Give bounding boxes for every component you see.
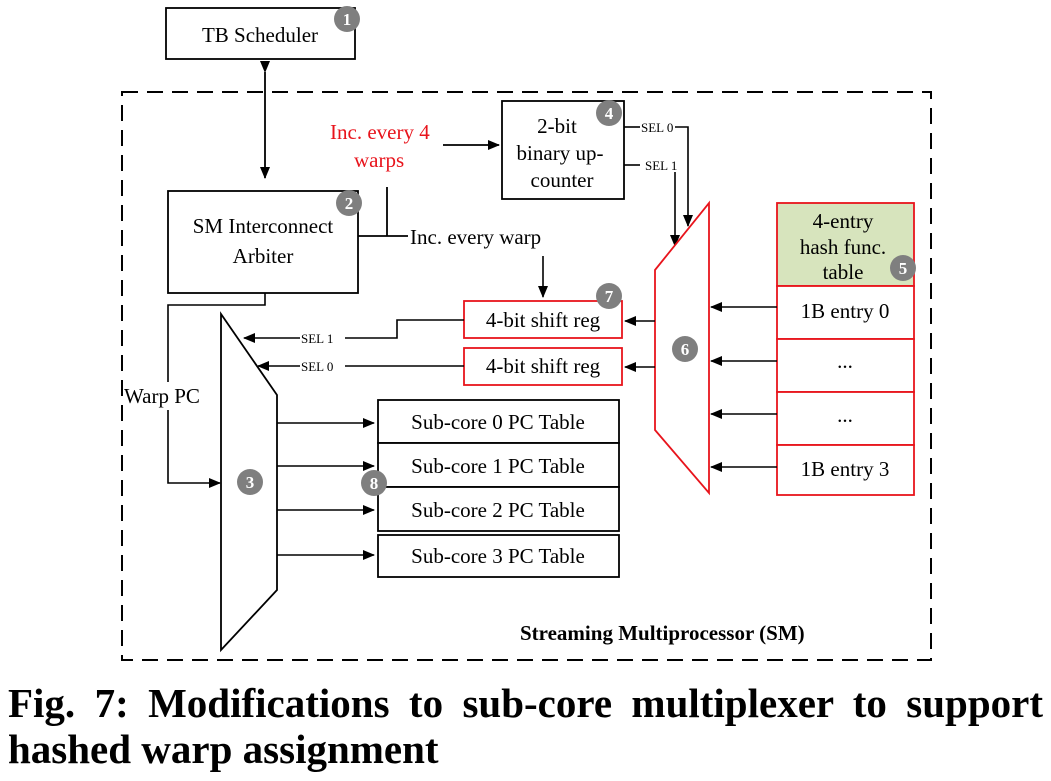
sm-arbiter-box [167,190,359,294]
sel0-top-label: SEL 0 [641,120,673,135]
sm-label: Streaming Multiprocessor (SM) [520,621,805,645]
hash-table-label-3: table [823,260,864,284]
hash-entry-3-label: 1B entry 3 [801,457,890,481]
svg-text:7: 7 [605,287,614,306]
pc-table-3 [377,534,620,578]
sel0-left-label: SEL 0 [301,359,333,374]
warp-pc-wire [167,293,266,488]
counter-label-1: 2-bit [537,114,577,138]
badge-6: 6 [672,336,698,362]
tb-scheduler-label: TB Scheduler [202,23,318,47]
pc-table-0-label: Sub-core 0 PC Table [411,410,585,434]
pc-table-1-label: Sub-core 1 PC Table [411,454,585,478]
counter-label-3: counter [531,168,594,192]
svg-text:6: 6 [681,340,690,359]
sm-arbiter-label-2: Arbiter [233,244,294,268]
warp-pc-label-bg [123,382,221,410]
svg-text:3: 3 [246,473,255,492]
sel0-wire [675,126,693,227]
shiftreg1-sel-wire [345,319,464,339]
hash-entry-2-label: ... [837,403,853,427]
svg-text:8: 8 [370,474,379,493]
badge-1: 1 [334,6,360,32]
sel1-left-label: SEL 1 [301,331,333,346]
hash-entry-0 [776,285,915,340]
tb-scheduler-box [165,7,356,60]
shift-reg-2 [463,347,623,386]
inc-every-warp-label: Inc. every warp [410,225,541,249]
hash-entry-2 [776,391,915,446]
shift-reg-2-label: 4-bit shift reg [486,354,601,378]
sel1-top-label: SEL 1 [645,158,677,173]
hash-table-label-1: 4-entry [813,209,874,233]
svg-text:2: 2 [345,194,354,213]
badge-3: 3 [237,469,263,495]
badge-4: 4 [596,100,622,126]
svg-text:1: 1 [343,10,352,29]
sm-boundary [121,91,932,661]
pc-table-3-label: Sub-core 3 PC Table [411,544,585,568]
shift-reg-1-label: 4-bit shift reg [486,308,601,332]
pc-table-2 [377,486,620,532]
hash-entry-1 [776,338,915,393]
figure-caption: Fig. 7: Modifications to sub-core multip… [8,680,1043,772]
shift-reg-1 [463,300,623,339]
hash-entry-0-label: 1B entry 0 [801,299,890,323]
warp-pc-label: Warp PC [124,384,200,408]
badge-5: 5 [890,255,916,281]
architecture-diagram: Streaming Multiprocessor (SM) TB Schedul… [121,6,932,661]
hash-entry-1-label: ... [837,349,853,373]
badge-2: 2 [336,190,362,216]
inc-every-4-label-1: Inc. every 4 [330,120,430,144]
sm-arbiter-label-1: SM Interconnect [193,214,334,238]
inc-every-4-label-2: warps [354,148,404,172]
badge-7: 7 [596,283,622,309]
counter-label-2: binary up- [517,141,604,165]
pc-table-2-label: Sub-core 2 PC Table [411,498,585,522]
hash-table-label-2: hash func. [800,235,886,259]
svg-text:5: 5 [899,259,908,278]
badge-8: 8 [361,470,387,496]
svg-text:4: 4 [605,104,614,123]
hash-entry-3 [776,444,915,496]
